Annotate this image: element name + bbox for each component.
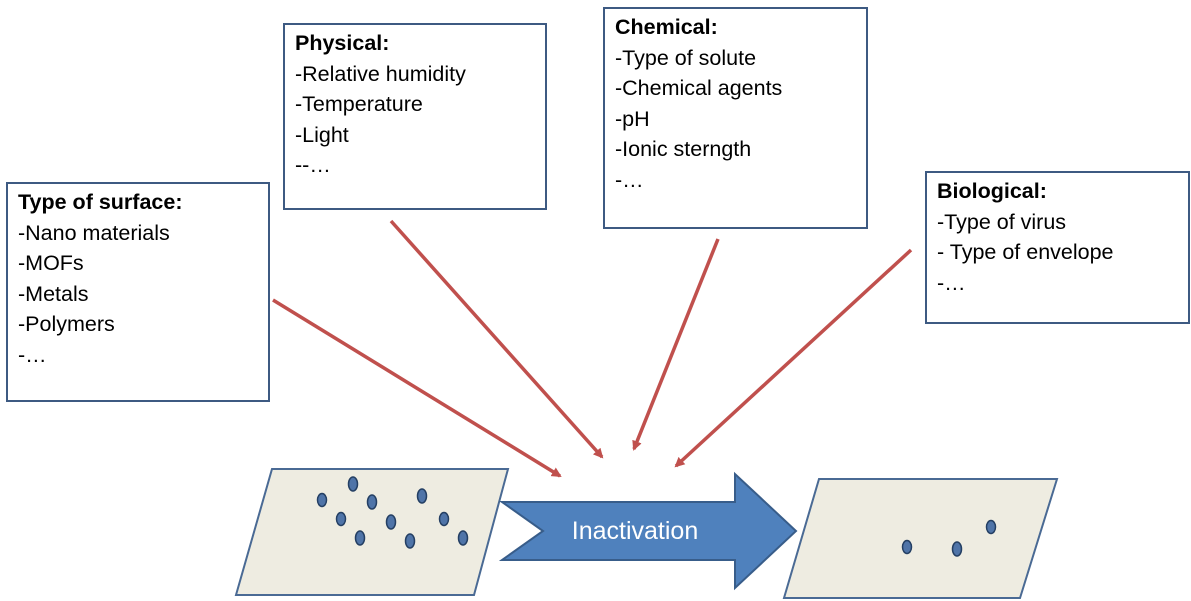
virus-particle-icon: [354, 530, 366, 546]
arrow-surface-to-inactivation: [272, 298, 562, 478]
physical-factors-box: Physical: -Relative humidity -Temperatur…: [283, 23, 547, 210]
list-item: -Type of virus: [937, 209, 1067, 234]
list-item: -Temperature: [295, 92, 423, 116]
virus-particle-icon: [335, 511, 347, 527]
box-title: Chemical:: [615, 15, 718, 39]
list-item: -Light: [295, 122, 349, 147]
list-item: --…: [295, 153, 331, 177]
list-item: -pH: [615, 106, 650, 131]
list-item: -Metals: [18, 281, 89, 306]
arrow-chemical-to-inactivation: [632, 238, 720, 451]
chemical-factors-box: Chemical: -Type of solute -Chemical agen…: [603, 7, 868, 229]
virus-particle-icon: [347, 476, 359, 492]
box-title: Biological:: [937, 179, 1047, 203]
list-item: -Chemical agents: [615, 76, 783, 100]
inactivation-arrow: [498, 471, 798, 591]
surface-before-parallelogram: [234, 468, 510, 596]
virus-particle-icon: [457, 530, 469, 546]
virus-particle-icon: [901, 539, 913, 555]
list-item: -Type of solute: [615, 45, 757, 70]
list-item: -…: [937, 270, 966, 295]
list-item: -MOFs: [18, 251, 84, 275]
list-item: -Polymers: [18, 312, 115, 336]
list-item: -…: [615, 167, 644, 192]
virus-particle-icon: [366, 494, 378, 510]
list-item: -Nano materials: [18, 220, 170, 245]
virus-particle-icon: [416, 488, 428, 504]
virus-particle-icon: [404, 533, 416, 549]
list-item: - Type of envelope: [937, 240, 1114, 264]
arrow-biological-to-inactivation: [674, 248, 913, 468]
virus-particle-icon: [951, 541, 963, 557]
box-title: Physical:: [295, 31, 390, 55]
inactivation-label: Inactivation: [571, 517, 699, 545]
biological-factors-box: Biological: -Type of virus - Type of env…: [925, 171, 1190, 324]
box-title: Type of surface:: [18, 190, 183, 214]
virus-particle-icon: [438, 511, 450, 527]
virus-particle-icon: [316, 492, 328, 508]
particles-before: [316, 476, 469, 549]
arrow-physical-to-inactivation: [389, 219, 604, 459]
surface-after-parallelogram: [782, 478, 1059, 599]
influence-arrows: [272, 219, 913, 478]
particles-after: [901, 519, 997, 557]
surface-factors-box: Type of surface: -Nano materials -MOFs -…: [6, 182, 270, 402]
list-item: -…: [18, 342, 47, 367]
list-item: -Relative humidity: [295, 61, 466, 86]
virus-particle-icon: [985, 519, 997, 535]
virus-particle-icon: [385, 514, 397, 530]
list-item: -Ionic sterngth: [615, 137, 752, 161]
